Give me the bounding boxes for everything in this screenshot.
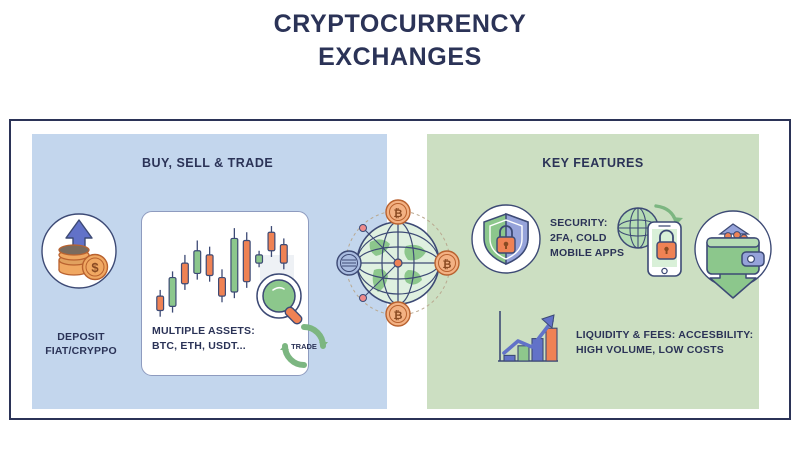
- security-label-line-3: MOBILE APPS: [550, 247, 625, 260]
- assets-label-line-1: MULTIPLE ASSETS:: [152, 325, 255, 337]
- svg-text:₿: ₿: [394, 208, 403, 220]
- page-title: CRYPTOCURRENCY EXCHANGES: [0, 8, 800, 73]
- security-label: SECURITY: 2FA, COLD MOBILE APPS: [550, 216, 640, 262]
- page-title-line-2: EXCHANGES: [318, 42, 482, 71]
- wallet-download-icon: [692, 208, 774, 300]
- liquidity-label: LIQUIDITY & FEES: ACCESBILITY: HIGH VOLU…: [576, 328, 776, 358]
- globe-phone-lock-icon: [612, 198, 694, 280]
- globe-network-icon: ₿ ₿ ₿: [336, 198, 460, 328]
- trade-refresh-icon: TRADE: [278, 320, 330, 372]
- multiple-assets-label: MULTIPLE ASSETS: BTC, ETH, USDT...: [152, 324, 292, 353]
- panel-left-heading: BUY, SELL & TRADE: [142, 156, 274, 170]
- blue-coin-icon-left: [336, 250, 362, 276]
- page-title-line-1: CRYPTOCURRENCY: [273, 10, 527, 38]
- trade-badge-label: TRADE: [291, 342, 317, 351]
- liquidity-label-line-1: LIQUIDITY & FEES: ACCESBILITY:: [576, 329, 754, 341]
- panel-right-heading: KEY FEATURES: [542, 156, 644, 170]
- bar-chart-growth-icon: [494, 309, 562, 367]
- svg-text:₿: ₿: [443, 259, 452, 271]
- svg-text:₿: ₿: [394, 310, 403, 322]
- security-label-line-1: SECURITY:: [550, 217, 608, 229]
- liquidity-label-line-2: HIGH VOLUME, LOW COSTS: [576, 344, 724, 357]
- svg-text:$: $: [91, 260, 99, 275]
- bitcoin-coin-icon-bottom: ₿: [385, 301, 411, 327]
- bitcoin-coin-icon-right: ₿: [434, 250, 460, 276]
- deposit-label: DEPOSIT FIAT/CRYPPO: [26, 330, 136, 358]
- bitcoin-coin-icon-top: ₿: [385, 199, 411, 225]
- deposit-label-line-2: FIAT/CRYPPO: [45, 345, 117, 358]
- assets-label-line-2: BTC, ETH, USDT...: [152, 339, 246, 352]
- security-label-line-2: 2FA, COLD: [550, 232, 607, 245]
- shield-lock-icon: [470, 203, 542, 275]
- magnifier-icon: [255, 272, 313, 330]
- deposit-label-line-1: DEPOSIT: [57, 331, 105, 343]
- coins-up-arrow-icon: $: [40, 212, 118, 290]
